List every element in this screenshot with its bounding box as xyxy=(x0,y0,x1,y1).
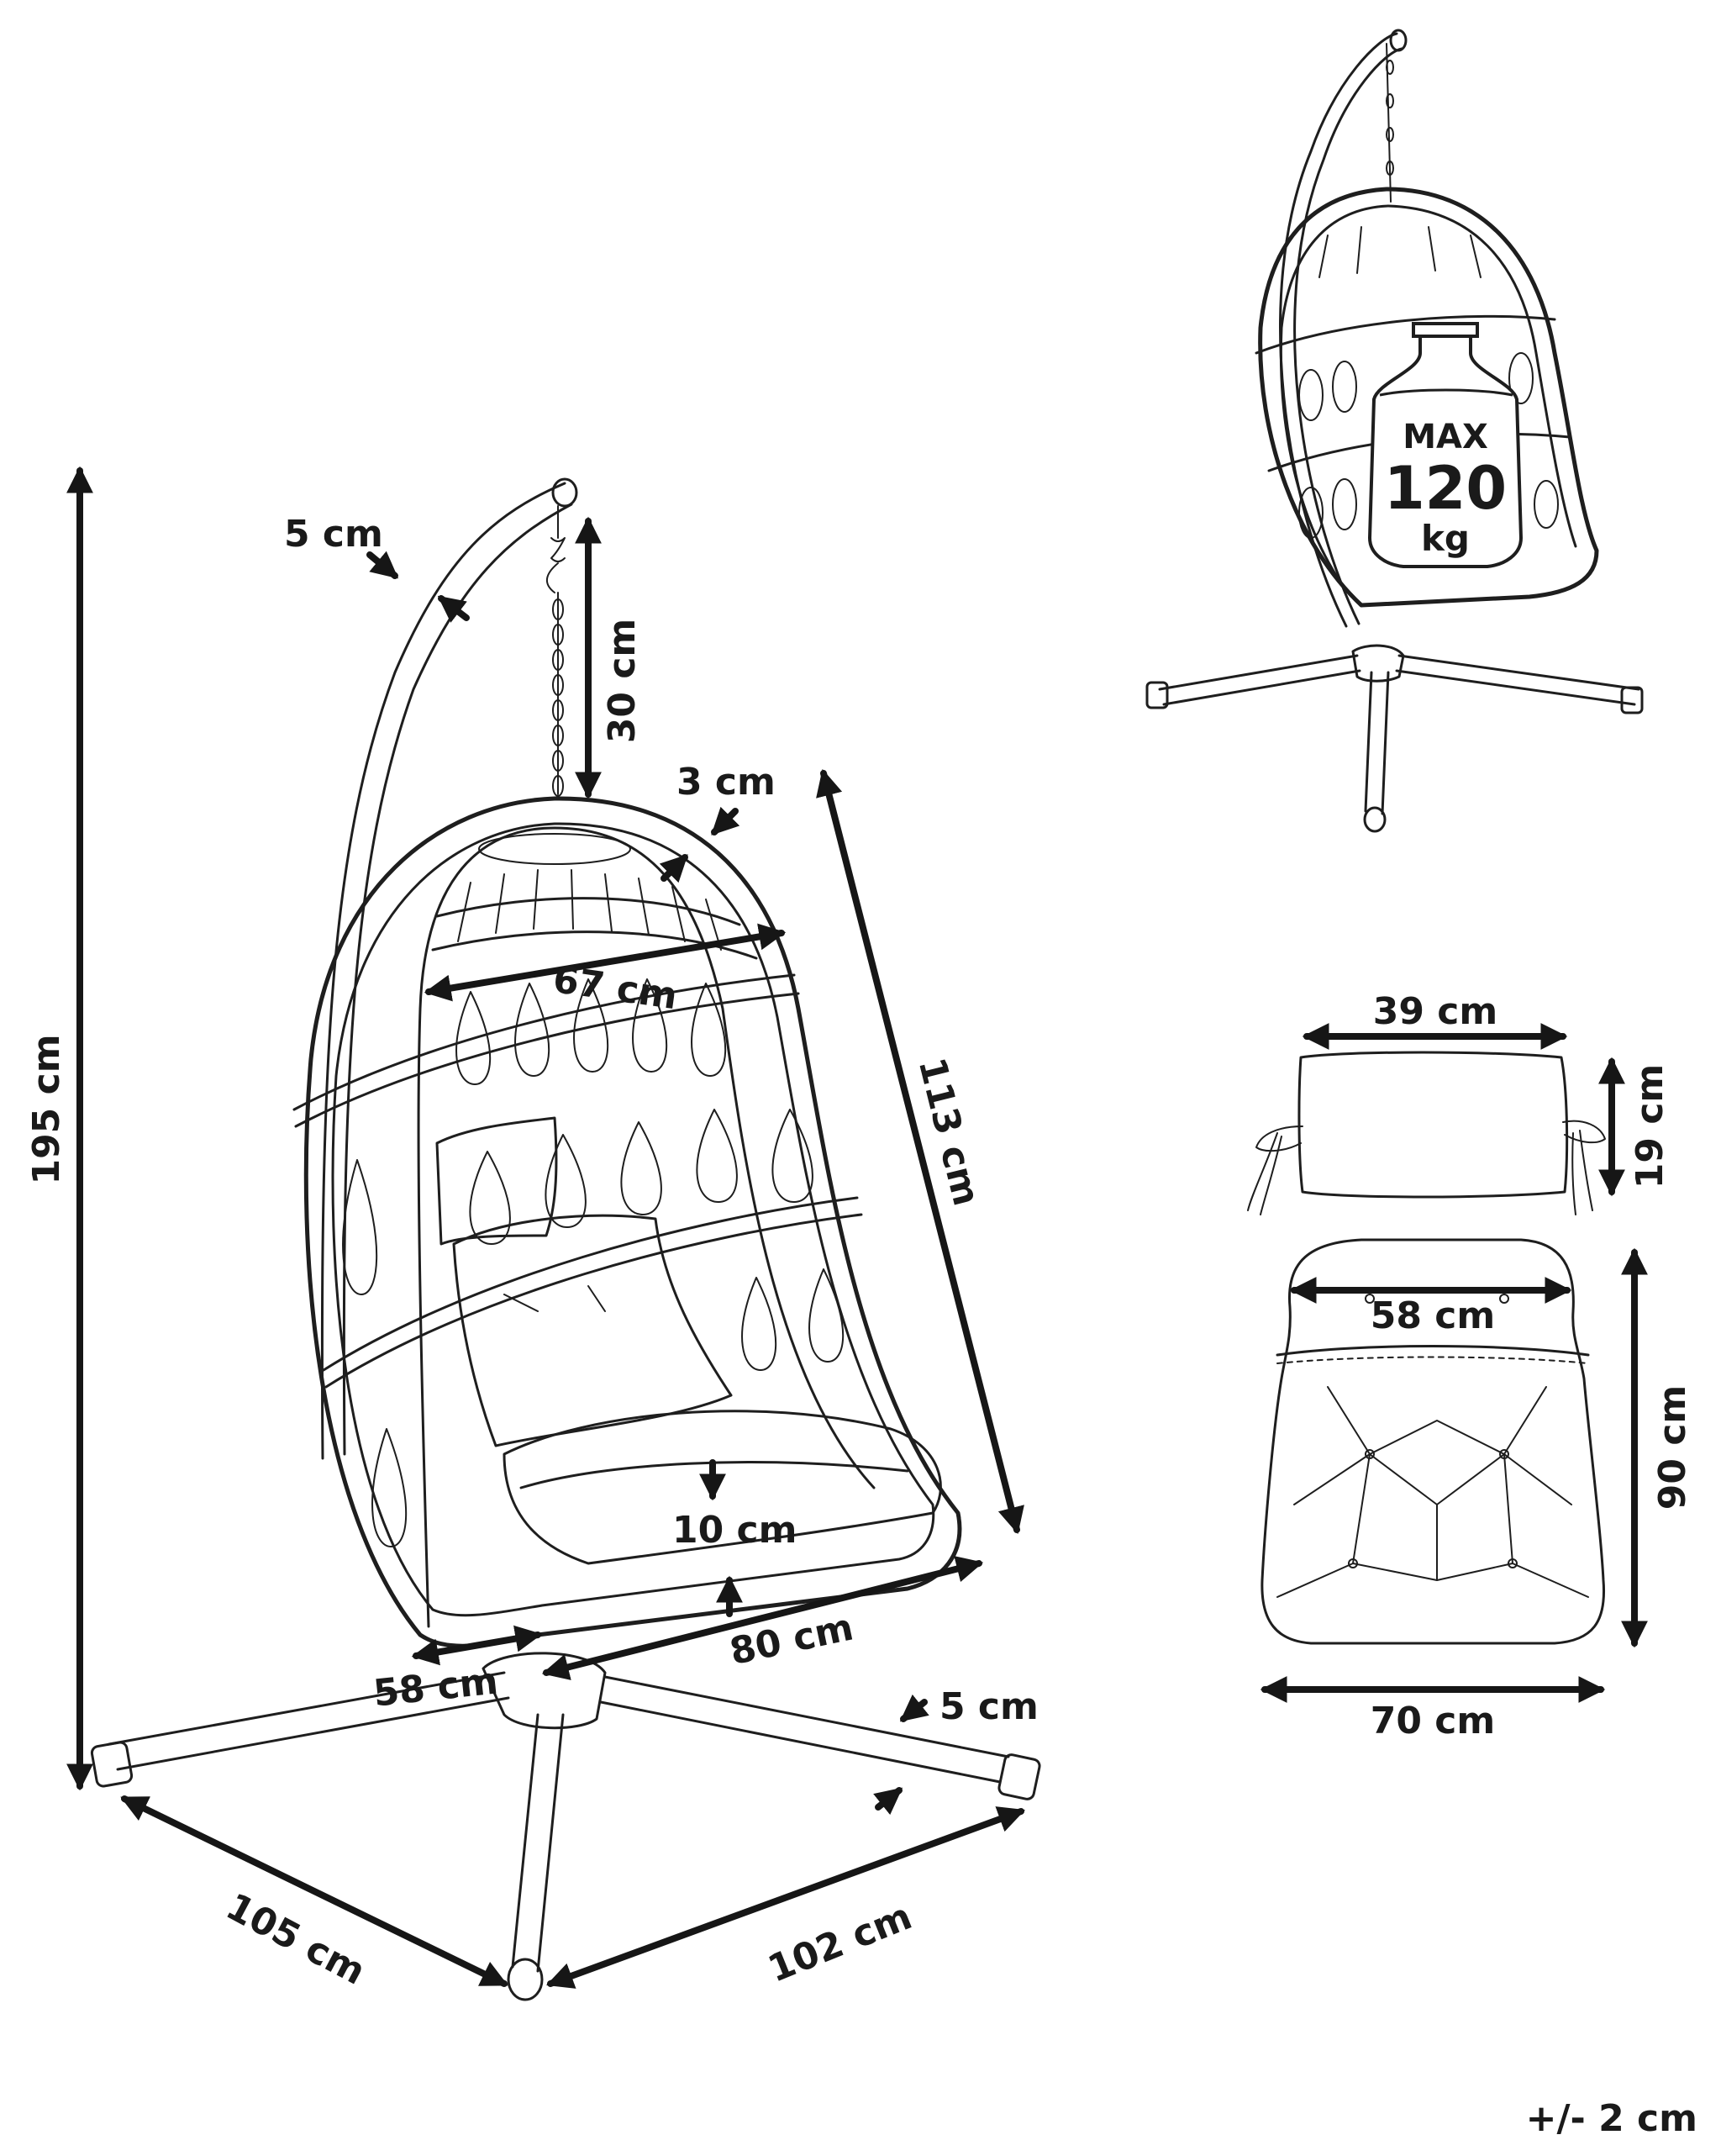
pillow-drawing xyxy=(1247,1051,1606,1215)
base-left-label: 105 cm xyxy=(219,1885,372,1994)
max-load-line1: MAX xyxy=(1403,418,1488,456)
max-load-weight-icon: MAX 120 kg xyxy=(1367,322,1524,568)
chain-icon xyxy=(546,505,566,797)
max-load-line2: 120 xyxy=(1384,454,1507,523)
cushion-top-width-label: 58 cm xyxy=(1371,1294,1495,1337)
basket-depth-side-label: 58 cm xyxy=(371,1659,500,1715)
base-right-label: 102 cm xyxy=(762,1895,918,1990)
cushion-thickness-label: 10 cm xyxy=(672,1509,797,1552)
max-load-line3: kg xyxy=(1421,518,1470,559)
leg-diameter-label: 5 cm xyxy=(939,1685,1039,1728)
basket-height-label: 113 cm xyxy=(910,1053,988,1210)
cushion-length-label: 90 cm xyxy=(1651,1385,1694,1510)
tolerance-note: +/- 2 cm xyxy=(1526,2097,1697,2140)
pillow-height-label: 19 cm xyxy=(1629,1064,1671,1189)
pillow-width-label: 39 cm xyxy=(1373,990,1497,1033)
total-height-label: 195 cm xyxy=(25,1034,68,1184)
basket-width-label: 67 cm xyxy=(550,958,680,1018)
cushion-bottom-width-label: 70 cm xyxy=(1371,1700,1495,1742)
tube-diameter-label: 5 cm xyxy=(284,513,383,556)
seat-cushion-drawing xyxy=(1260,1238,1606,1645)
frame-thickness-label: 3 cm xyxy=(676,761,776,804)
dimension-lines xyxy=(66,466,1026,1989)
hanging-chair-main xyxy=(90,477,1041,2001)
chain-length-label: 30 cm xyxy=(601,619,644,743)
basket-depth-front-label: 80 cm xyxy=(726,1605,857,1674)
